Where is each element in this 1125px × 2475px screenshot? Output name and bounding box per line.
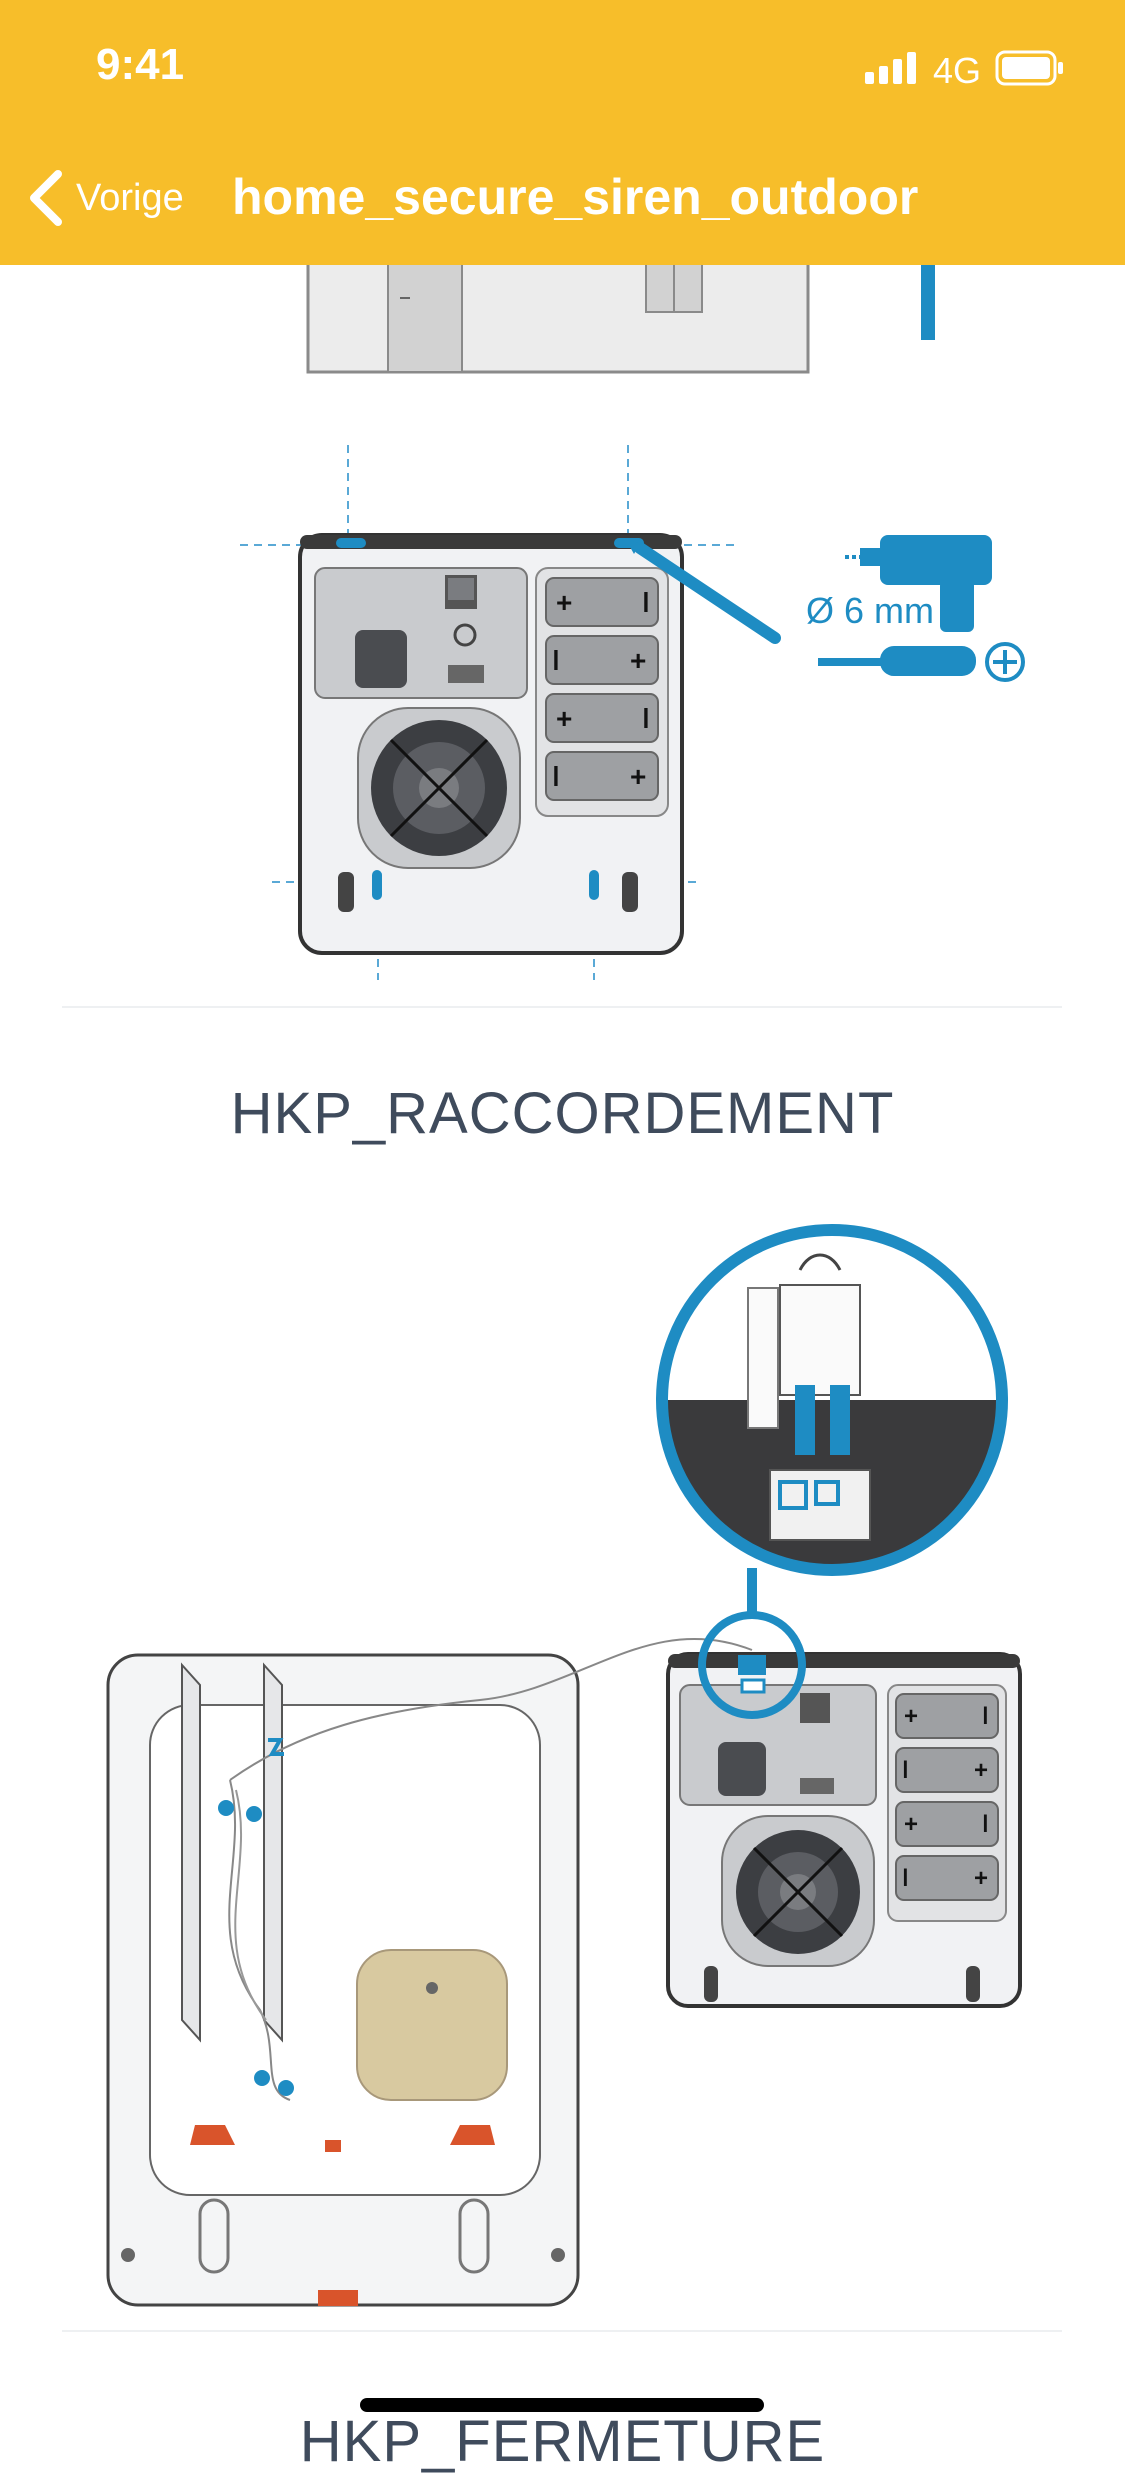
section-divider (62, 2330, 1062, 2332)
page-title: home_secure_siren_outdoor (232, 169, 919, 225)
back-button[interactable]: Vorige (26, 168, 184, 228)
svg-text:ǀ: ǀ (902, 1757, 909, 1784)
svg-text:+: + (904, 1811, 918, 1838)
svg-text:+: + (974, 1757, 988, 1784)
svg-text:+: + (630, 645, 646, 676)
network-type: 4G (933, 50, 982, 91)
svg-text:ǀ: ǀ (552, 761, 560, 792)
status-bar-right: 4G (865, 50, 1125, 91)
svg-text:ǀ: ǀ (642, 587, 650, 618)
svg-text:+: + (630, 761, 646, 792)
svg-text:+: + (904, 1703, 918, 1730)
svg-text:ǀ: ǀ (982, 1703, 989, 1730)
svg-text:ǀ: ǀ (982, 1811, 989, 1838)
svg-text:+: + (556, 703, 572, 734)
svg-text:ǀ: ǀ (552, 645, 560, 676)
status-time: 9:41 (96, 40, 185, 89)
svg-text:+: + (556, 587, 572, 618)
section-title-raccordement: HKP_RACCORDEMENT (230, 1081, 895, 1146)
connection-diagram: + ǀ ǀ + + ǀ ǀ + (106, 1224, 1022, 2307)
chevron-left-icon (30, 170, 62, 226)
navigation-bar: 9:41 4G Vorige home_secure_siren_outdoor (0, 0, 1125, 265)
mounting-holes-diagram: + ǀ ǀ + + ǀ ǀ + (240, 445, 1025, 980)
drill-size-label: Ø 6 mm (806, 590, 935, 631)
svg-text:ǀ: ǀ (902, 1865, 909, 1892)
svg-text:+: + (974, 1865, 988, 1892)
battery-icon (995, 50, 1063, 86)
section-title-fermeture: HKP_FERMETURE (299, 2409, 826, 2474)
signal-strength-icon (865, 52, 916, 84)
home-indicator[interactable] (360, 2398, 764, 2412)
svg-text:ǀ: ǀ (642, 703, 650, 734)
back-label: Vorige (76, 176, 184, 219)
section-divider (62, 1006, 1062, 1008)
